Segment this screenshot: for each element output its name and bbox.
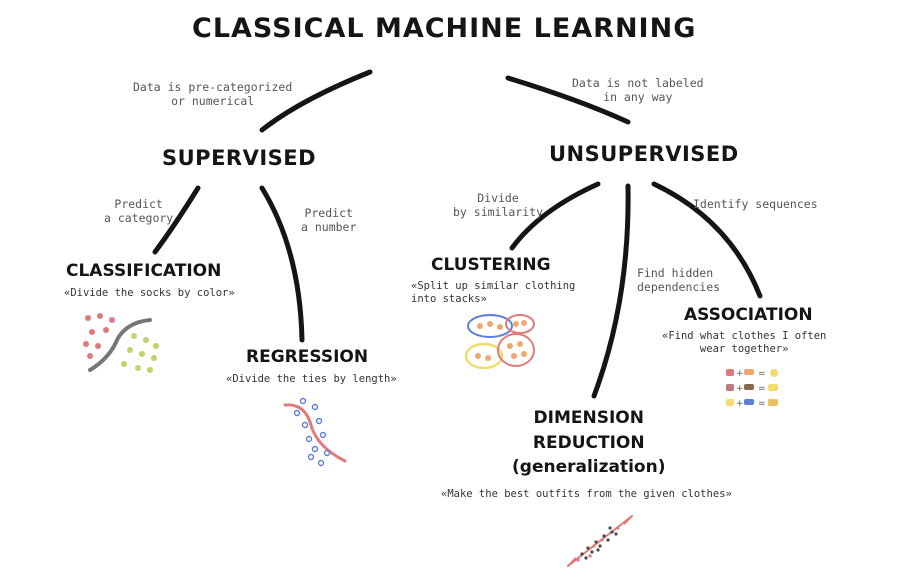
dimension-reduction-label: DIMENSION REDUCTION (generalization) — [512, 408, 666, 478]
regression-label: REGRESSION — [246, 347, 369, 367]
regression-edge-note: Predict a number — [301, 206, 357, 235]
clustering-edge-note: Divide by similarity — [453, 191, 544, 220]
classification-illustration — [83, 313, 159, 373]
classification-description: «Divide the socks by color» — [64, 287, 235, 299]
supervised-heading: SUPERVISED — [162, 146, 317, 170]
diagram-title: CLASSICAL MACHINE LEARNING — [192, 13, 697, 44]
edge-supervised-regression — [259, 185, 305, 343]
edge-supervised-classification — [152, 185, 201, 255]
unsupervised-note: Data is not labeled in any way — [572, 76, 704, 105]
regression-illustration — [283, 397, 347, 467]
edge-unsupervised-clustering — [509, 181, 601, 251]
dimension-reduction-description: «Make the best outfits from the given cl… — [441, 488, 732, 500]
classification-label: CLASSIFICATION — [66, 261, 222, 281]
edge-unsupervised-association — [651, 181, 763, 299]
edge-unsupervised-dimension — [591, 183, 631, 399]
supervised-note: Data is pre-categorized or numerical — [133, 80, 293, 109]
svg-text:=: = — [758, 384, 766, 394]
regression-description: «Divide the ties by length» — [226, 373, 397, 385]
unsupervised-heading: UNSUPERVISED — [549, 142, 739, 166]
classification-edge-note: Predict a category — [104, 197, 174, 226]
edge-title-unsupervised — [505, 75, 631, 125]
dimension-reduction-illustration — [567, 515, 633, 567]
association-label: ASSOCIATION — [684, 305, 813, 325]
svg-text:=: = — [758, 399, 766, 409]
svg-text:+: + — [736, 369, 744, 379]
association-edge-note: Identify sequences — [693, 197, 818, 211]
clustering-illustration — [464, 314, 535, 370]
svg-text:+: + — [736, 384, 744, 394]
dimension-edge-note: Find hidden dependencies — [637, 266, 721, 295]
association-illustration: + = + = + = — [726, 369, 778, 409]
edge-title-supervised — [259, 69, 373, 133]
svg-text:=: = — [758, 369, 766, 379]
clustering-label: CLUSTERING — [431, 255, 551, 275]
svg-text:+: + — [736, 399, 744, 409]
clustering-description: «Split up similar clothing into stacks» — [411, 280, 576, 306]
association-description: «Find what clothes I often wear together… — [662, 330, 827, 356]
